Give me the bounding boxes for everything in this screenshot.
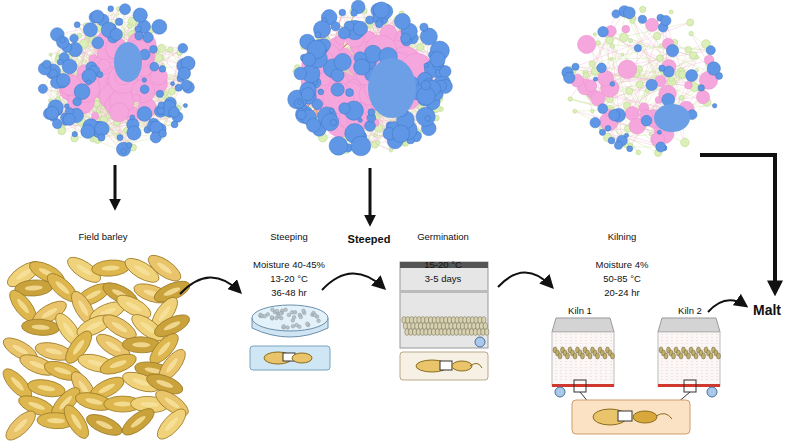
stage-label: Kiln 1	[568, 306, 592, 317]
stage-label: 20-24 hr	[604, 288, 639, 299]
barley-pile	[0, 251, 193, 443]
stage-label: Moisture 4%	[596, 260, 649, 271]
down-arrow	[369, 168, 372, 222]
process-arrow	[498, 273, 552, 288]
stage-label: 13-20 °C	[270, 274, 308, 285]
elbow-arrow	[700, 155, 775, 290]
stage-label: Kilning	[608, 232, 637, 243]
process-arrow	[708, 300, 746, 312]
stage-label: 36-48 hr	[271, 288, 306, 299]
down-arrow	[114, 165, 117, 206]
stage-label: Field barley	[78, 232, 127, 243]
stage-label: Germination	[417, 232, 469, 243]
stage-label: Moisture 40-45%	[253, 260, 325, 271]
process-arrow	[180, 277, 240, 294]
stage-label: 50-85 °C	[603, 274, 641, 285]
process-arrow	[322, 273, 384, 290]
stage-result: Steeped	[348, 233, 391, 246]
kilns	[552, 318, 721, 434]
germination-box	[400, 262, 489, 380]
stage-label: Steeping	[270, 232, 308, 243]
stage-label: Kiln 2	[678, 306, 702, 317]
steeping-dish	[250, 305, 330, 370]
network-graphs	[38, 0, 722, 156]
stage-label: 15-20 °C	[424, 260, 462, 271]
stage-label: 3-5 days	[425, 274, 461, 285]
stage-result: Malt	[753, 302, 781, 318]
